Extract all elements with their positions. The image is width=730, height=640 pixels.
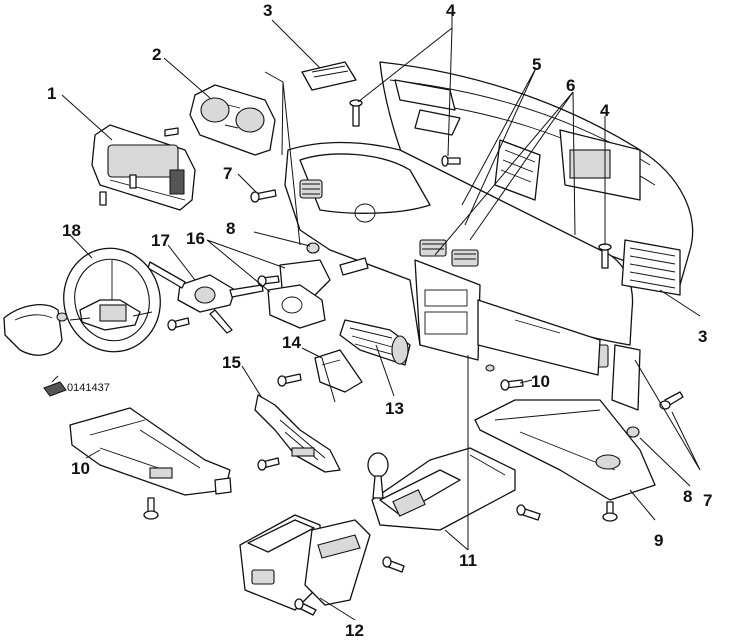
- combination-switch: [147, 261, 264, 334]
- bracket-14: [314, 349, 363, 393]
- callout-14: 14: [282, 333, 301, 352]
- screw-11: [516, 504, 541, 521]
- callout-13: 13: [385, 399, 404, 418]
- callout-12: 12: [345, 621, 364, 640]
- vent-13: [339, 319, 411, 366]
- callout-2: 2: [152, 45, 161, 64]
- figure-code: 0141437: [43, 375, 110, 397]
- screws-12: [294, 556, 405, 616]
- callout-4-top: 4: [446, 1, 456, 20]
- screws-18: [56, 312, 190, 331]
- lower-cover-left: [69, 407, 232, 496]
- clip-9: [602, 501, 618, 522]
- callout-9: 9: [654, 531, 663, 550]
- callout-10-left: 10: [71, 459, 90, 478]
- callout-labels: 1 2 3 4 5 6 4 7 8 16 17 18 14 15 13 10 1…: [47, 1, 712, 640]
- center-console: [367, 447, 516, 531]
- callout-11: 11: [459, 551, 477, 570]
- instrument-bezel: [189, 84, 276, 156]
- callout-6: 6: [566, 76, 575, 95]
- right-vent-grill: [621, 239, 681, 296]
- callout-8-lower: 8: [683, 487, 692, 506]
- screw-14: [277, 373, 302, 387]
- callout-4-right: 4: [600, 101, 610, 120]
- leader-lines: [61, 14, 701, 621]
- steering-wheel: [63, 247, 161, 353]
- bracket-15: [254, 394, 341, 473]
- callout-18: 18: [62, 221, 81, 240]
- callout-3-top: 3: [263, 1, 272, 20]
- screws-1: [99, 127, 179, 206]
- screw-17: [257, 275, 280, 287]
- callout-1: 1: [47, 84, 56, 103]
- callout-16: 16: [186, 229, 205, 248]
- callout-7-right: 7: [703, 491, 712, 510]
- screw-15: [257, 457, 280, 471]
- clip-10-left: [143, 497, 159, 520]
- callout-5: 5: [532, 55, 541, 74]
- airbag-cover: [3, 304, 63, 356]
- column-covers: [267, 257, 369, 329]
- instrument-cluster: [91, 124, 196, 211]
- callout-7-left: 7: [223, 164, 232, 183]
- lower-cover-right: [474, 399, 656, 501]
- cover-plate-3: [301, 61, 357, 91]
- callout-8-upper: 8: [226, 219, 235, 238]
- rear-console: [239, 514, 371, 611]
- figure-code-text: 0141437: [67, 382, 110, 394]
- screw-10-right: [485, 364, 524, 391]
- callout-17: 17: [151, 231, 170, 250]
- callout-15: 15: [222, 353, 241, 372]
- callout-10-right: 10: [531, 372, 550, 391]
- callout-3-right: 3: [698, 327, 707, 346]
